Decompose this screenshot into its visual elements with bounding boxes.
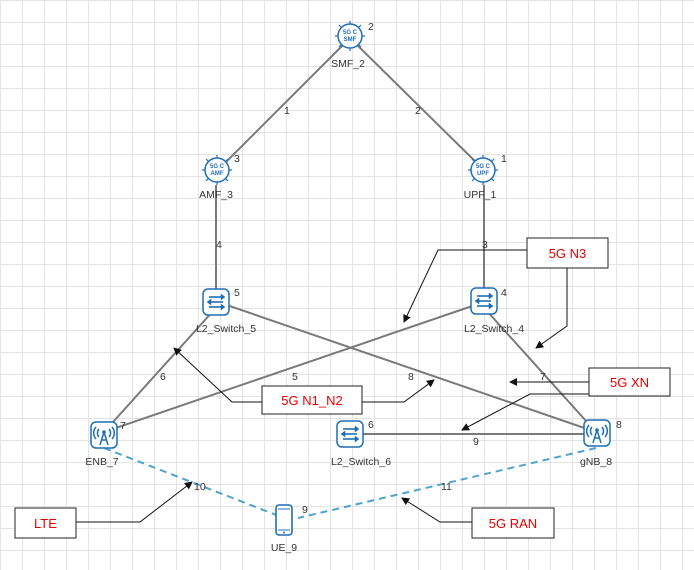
svg-text:5G C: 5G C [476, 164, 491, 170]
link-smf-amf[interactable] [217, 37, 351, 171]
svg-text:AMF: AMF [211, 171, 224, 177]
arrow-lte [76, 481, 193, 523]
link-number: 7 [540, 371, 546, 383]
switch-icon [470, 287, 498, 315]
node-id: 5 [234, 287, 240, 299]
cell-tower-icon [583, 419, 611, 447]
node-label: UPF_1 [464, 189, 497, 201]
amf-icon [201, 154, 233, 186]
node-upf[interactable]: 5G C UPF 1 UPF_1 [464, 153, 507, 201]
link-number: 9 [473, 436, 479, 448]
link-gnb-ue[interactable] [297, 447, 597, 519]
arrow-n1n2-a [173, 347, 262, 403]
callout-n3: 5G N3 [526, 237, 609, 269]
link-number: 5 [292, 371, 298, 383]
node-label: AMF_3 [199, 189, 233, 201]
phone-icon [275, 504, 293, 536]
svg-text:SMF: SMF [344, 37, 357, 43]
svg-text:5G C: 5G C [343, 30, 358, 36]
link-number: 10 [194, 481, 206, 493]
upf-icon [467, 154, 499, 186]
arrow-xn-b [461, 393, 600, 431]
node-id: 6 [368, 419, 374, 431]
callout-ran: 5G RAN [471, 507, 555, 539]
callout-xn: 5G XN [588, 367, 671, 397]
node-label: gNB_8 [580, 456, 612, 468]
node-id: 2 [368, 21, 374, 33]
node-id: 1 [501, 153, 507, 165]
node-sw5[interactable]: 5 L2_Switch_5 [196, 287, 256, 335]
node-id: 8 [616, 419, 622, 431]
svg-text:5G N1_N2: 5G N1_N2 [281, 393, 342, 408]
link-number: 2 [415, 105, 421, 117]
node-label: SMF_2 [331, 58, 365, 70]
node-ue[interactable]: 9 UE_9 [271, 504, 308, 554]
node-id: 7 [120, 420, 126, 432]
node-id: 4 [501, 287, 507, 299]
svg-text:5G N3: 5G N3 [549, 246, 587, 261]
callout-n1n2: 5G N1_N2 [261, 385, 363, 415]
callout-lte: LTE [14, 507, 77, 539]
node-label: L2_Switch_6 [331, 456, 391, 468]
link-enb-ue[interactable] [103, 447, 285, 519]
link-number: 6 [160, 371, 166, 383]
cell-tower-icon [90, 421, 118, 449]
node-gnb[interactable]: 8 gNB_8 [580, 419, 622, 468]
switch-icon [202, 288, 230, 316]
arrow-ran [401, 497, 472, 523]
link-number: 11 [441, 481, 452, 493]
arrow-n3-b [535, 268, 568, 349]
link-number: 3 [482, 239, 488, 251]
svg-text:UPF: UPF [477, 171, 489, 177]
link-number: 8 [408, 371, 414, 383]
node-enb[interactable]: 7 ENB_7 [85, 420, 126, 468]
svg-text:5G C: 5G C [210, 164, 225, 170]
link-sw4-enb[interactable] [103, 301, 485, 433]
node-label: ENB_7 [85, 456, 118, 468]
svg-text:LTE: LTE [34, 516, 57, 531]
node-smf[interactable]: 5G C SMF 2 SMF_2 [331, 20, 374, 70]
node-id: 9 [302, 504, 308, 516]
node-amf[interactable]: 5G C AMF 3 AMF_3 [199, 153, 240, 201]
link-sw5-gnb[interactable] [217, 301, 597, 433]
link-number: 1 [284, 105, 290, 117]
node-sw4[interactable]: 4 L2_Switch_4 [464, 287, 524, 335]
arrow-n3-a [403, 249, 527, 323]
node-label: UE_9 [271, 542, 297, 554]
node-id: 3 [234, 153, 240, 165]
node-label: L2_Switch_4 [464, 323, 524, 335]
node-label: L2_Switch_5 [196, 323, 256, 335]
smf-icon [334, 20, 366, 52]
svg-text:5G RAN: 5G RAN [489, 516, 537, 531]
node-sw6[interactable]: 6 L2_Switch_6 [331, 419, 391, 468]
link-number: 4 [216, 239, 222, 251]
link-sw5-enb[interactable] [103, 309, 215, 433]
svg-text:5G XN: 5G XN [610, 375, 649, 390]
link-smf-upf[interactable] [349, 37, 485, 171]
link-sw4-gnb[interactable] [485, 309, 597, 433]
arrow-n1n2-b [362, 379, 435, 403]
switch-icon [336, 420, 364, 448]
